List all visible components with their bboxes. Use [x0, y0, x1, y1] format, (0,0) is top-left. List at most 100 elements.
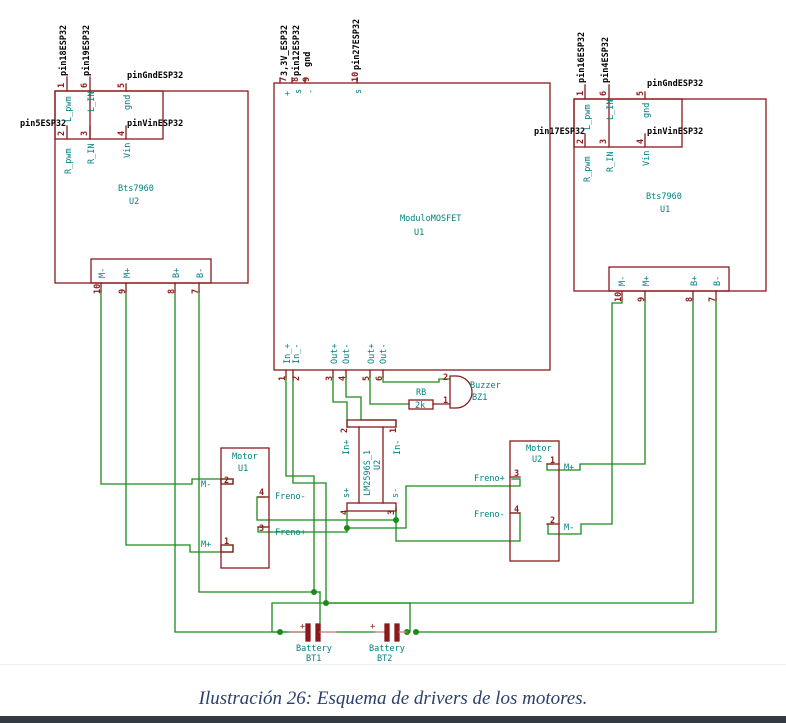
bts-right-power-block [608, 266, 730, 292]
pin-number: 4 [636, 139, 646, 144]
pin-number: 1 [576, 91, 586, 96]
pin-number: 5 [636, 91, 646, 96]
pin-name: In+ [342, 440, 352, 455]
net-label: gnd [303, 52, 313, 67]
net-label: pinGndESP32 [647, 78, 703, 89]
pin-number: 7 [708, 297, 718, 302]
pin-number: 7 [279, 77, 289, 82]
pin-number: 8 [685, 297, 695, 302]
pin-name: B- [713, 276, 723, 286]
wire-mosfet-out6 [382, 376, 451, 383]
pin-name: gnd [642, 103, 652, 118]
net-label: 3,3V_ESP32 [280, 25, 290, 76]
net-label: pin17ESP32 [534, 126, 585, 137]
net-label: pin16ESP32 [576, 32, 587, 83]
wire-mosfet-out5 [369, 376, 410, 405]
pin-name: B+ [172, 268, 182, 278]
pin-name: + [283, 91, 293, 96]
pin-number: 1 [224, 537, 229, 547]
pin-number: 2 [550, 516, 555, 526]
component-name: Motor [232, 452, 258, 462]
buzzer-bz1[interactable] [449, 375, 473, 409]
pin-name: Out+ [367, 344, 377, 364]
wires [100, 291, 717, 633]
battery-bt1[interactable] [289, 623, 337, 642]
figure-caption: Ilustración 26: Esquema de drivers de lo… [198, 688, 588, 709]
pin-name: M- [98, 268, 108, 278]
junction-dot [393, 517, 399, 523]
net-label: pin4ESP32 [600, 37, 611, 83]
pin-name: M- [564, 523, 574, 533]
net-label: pinVinESP32 [647, 126, 703, 137]
pin-name: s- [391, 488, 401, 498]
component-name: LM2596S_1 [363, 450, 373, 496]
pin-name: M+ [642, 276, 652, 286]
pin-number: 10 [614, 292, 624, 302]
pin-number: 1 [550, 456, 555, 466]
battery-bt2[interactable] [374, 623, 408, 642]
lm2596-module[interactable] [346, 419, 397, 512]
component-name: Battery [296, 644, 332, 654]
pin-name: Freno- [275, 492, 306, 502]
schematic-canvas: pin18ESP32 pin19ESP32 pinGndESP32 pin5ES… [20, 19, 767, 664]
bts-left-power-block [90, 258, 212, 284]
net-label: pinVinESP32 [127, 118, 183, 129]
component-ref: BZ1 [472, 393, 487, 403]
pin-number: 3 [80, 131, 90, 136]
pin-name: L_IN [606, 100, 616, 120]
motor-right[interactable] [509, 440, 560, 562]
pin-number: 6 [599, 91, 609, 96]
pin-name: s [294, 89, 304, 94]
pin-name: Freno+ [275, 528, 306, 538]
wire-bts-left-m-minus [100, 291, 234, 485]
pin-number: 3 [259, 524, 264, 534]
wire-bts-left-m-plus [125, 291, 234, 553]
pin-number: 6 [80, 83, 90, 88]
component-ref: U2 [129, 197, 139, 207]
resistor-rb[interactable] [408, 399, 451, 410]
pin-number: 4 [340, 510, 350, 515]
pin-number: 2 [576, 139, 586, 144]
pin-number: 9 [118, 289, 128, 294]
bottom-bar [0, 716, 786, 723]
modulo-mosfet[interactable] [273, 77, 551, 378]
pin-name: R_IN [606, 152, 616, 172]
component-ref: U1 [414, 228, 424, 238]
polarity-marker: + [300, 622, 305, 632]
pin-name: - [306, 89, 316, 94]
pin-name: Vin [642, 151, 652, 166]
bts7960-left[interactable] [54, 76, 249, 293]
component-ref: U1 [660, 205, 670, 215]
motor-left-body [220, 447, 270, 569]
motor-left-pin1 [220, 544, 234, 553]
junction-dot [277, 629, 283, 635]
pin-number: 6 [375, 376, 385, 381]
pin-number: 4 [338, 376, 348, 381]
pin-name: L_IN [87, 92, 97, 112]
pin-number: 2 [57, 131, 67, 136]
pin-number: 7 [191, 289, 201, 294]
component-ref: U1 [238, 464, 248, 474]
pin-number: 3 [325, 376, 335, 381]
pin-name: s [354, 89, 364, 94]
lm2596-top-bar [346, 419, 397, 428]
pin-number: 8 [167, 289, 177, 294]
pin-name: gnd [123, 95, 133, 110]
motor-left[interactable] [220, 447, 270, 569]
component-name: ModuloMOSFET [400, 214, 461, 224]
component-ref: U2 [532, 455, 542, 465]
pin-number: 3 [599, 139, 609, 144]
pin-name: R_IN [87, 144, 97, 164]
pin-name: M- [201, 480, 211, 490]
pin-name: R_pwm [64, 148, 74, 174]
net-label: pinGndESP32 [127, 70, 183, 81]
bts7960-right[interactable] [573, 84, 767, 301]
wire-mosfet-in-plus [285, 376, 315, 593]
pin-name: M- [618, 276, 628, 286]
pin-number: 5 [362, 376, 372, 381]
pin-number: 9 [637, 297, 647, 302]
pin-number: 4 [117, 131, 127, 136]
pin-name: M+ [564, 463, 574, 473]
net-label: pin5ESP32 [20, 118, 66, 129]
pin-name: In- [393, 440, 403, 455]
